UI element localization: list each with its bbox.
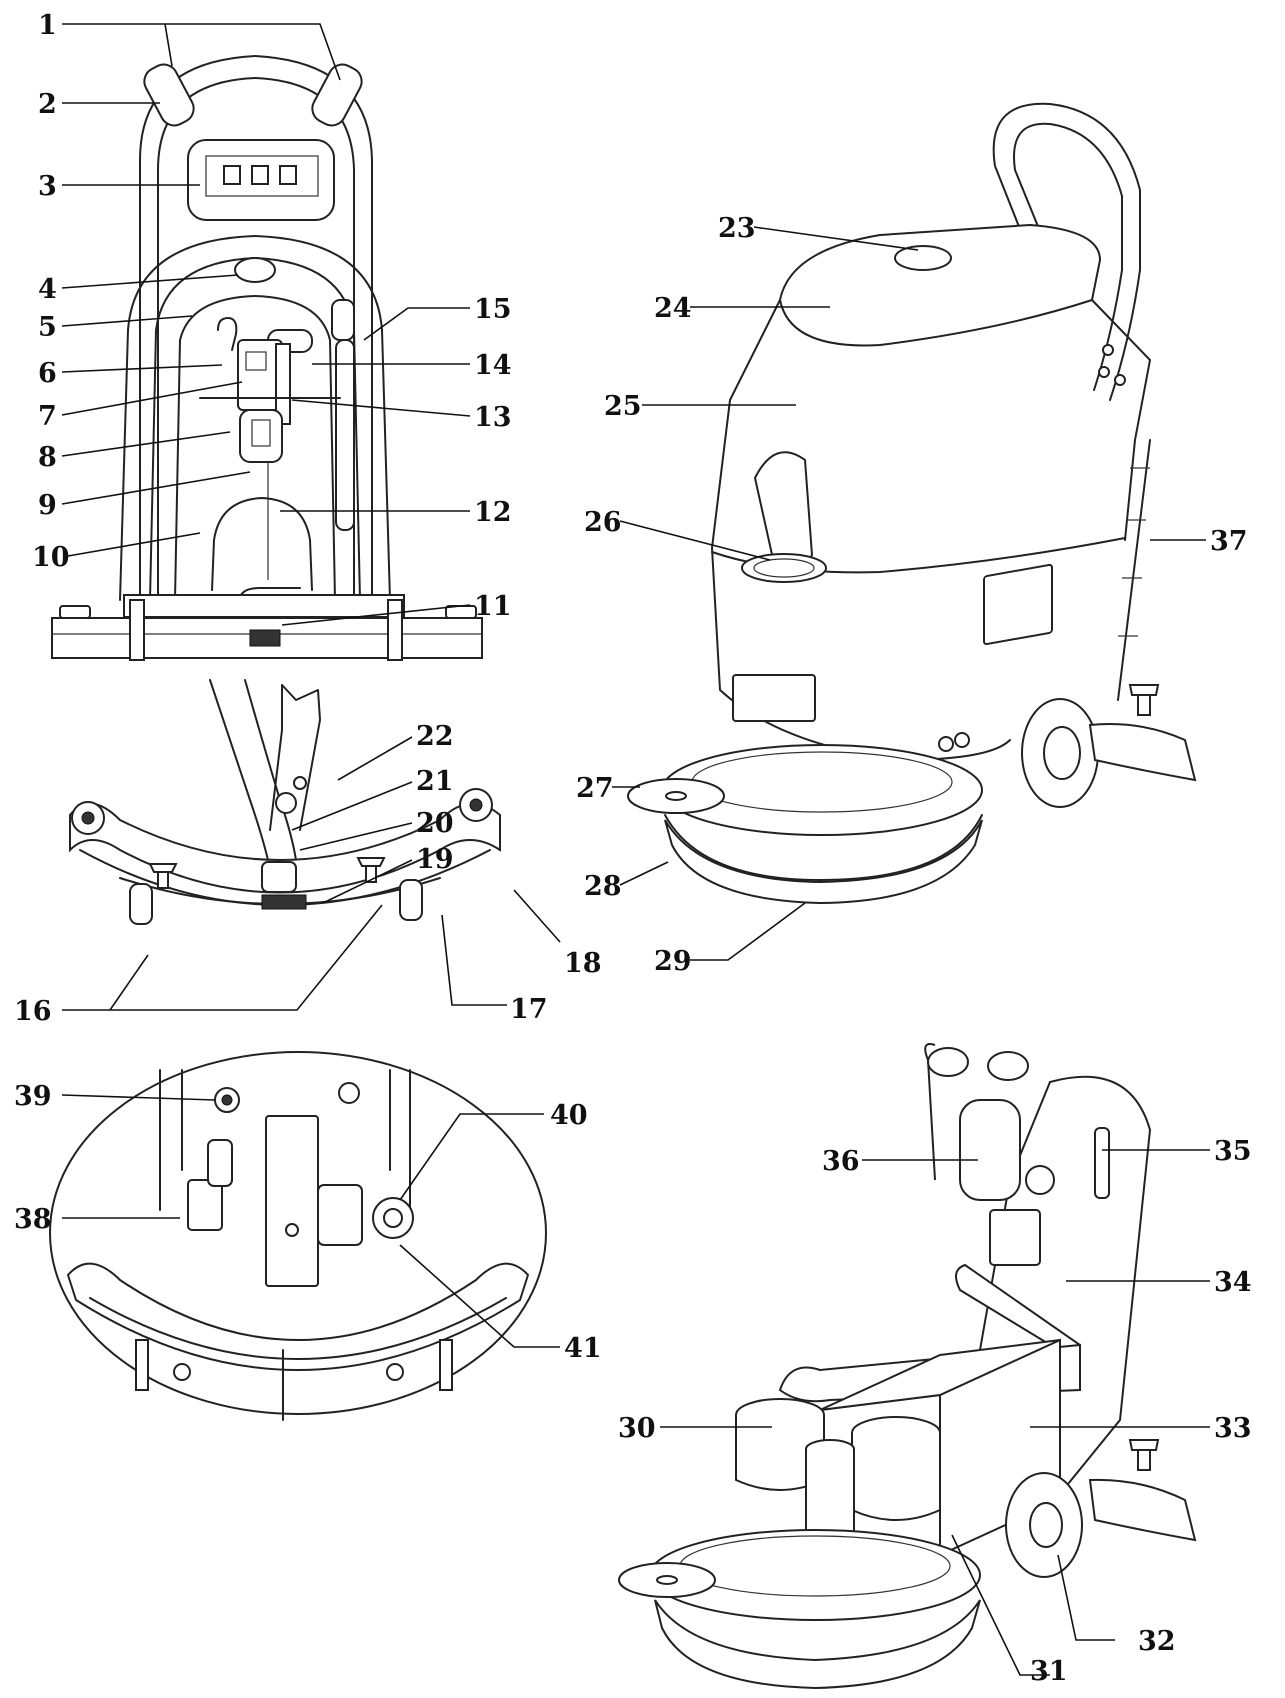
callout-38: 38 [14,1204,180,1235]
callout-23: 23 [718,213,919,251]
callout-label: 26 [584,507,622,538]
callout-11: 11 [281,591,512,626]
callout-15: 15 [363,294,512,341]
callout-label: 7 [38,401,57,432]
callout-label: 22 [416,721,454,752]
callout-label: 37 [1210,526,1248,557]
callout-10: 10 [32,532,201,573]
callout-label: 35 [1214,1136,1252,1167]
callout-21: 21 [291,766,454,831]
callout-label: 2 [38,89,57,120]
callout-label: 20 [416,808,454,839]
callout-label: 27 [576,773,614,804]
callout-label: 17 [510,994,548,1025]
callout-label: 34 [1214,1267,1252,1298]
callout-label: 1 [38,10,57,41]
underside-detail-drawing [49,1051,547,1421]
callout-33: 33 [1030,1413,1252,1444]
callout-16: 16 [14,904,383,1027]
callout-31: 31 [951,1534,1068,1687]
callout-label: 25 [604,391,642,422]
callout-label: 33 [1214,1413,1252,1444]
callout-label: 30 [618,1413,656,1444]
callout-5: 5 [38,312,193,343]
callout-14: 14 [312,350,512,381]
callout-36: 36 [822,1146,978,1177]
callout-label: 18 [564,948,602,979]
squeegee-drawing [69,679,501,925]
callout-label: 11 [474,591,512,622]
callout-1: 1 [38,10,341,81]
callout-label: 10 [32,542,70,573]
callout-label: 29 [654,946,692,977]
callout-9: 9 [38,471,251,521]
callout-6: 6 [38,358,223,389]
callout-28: 28 [584,861,669,902]
callout-label: 9 [38,490,57,521]
callout-label: 24 [654,293,692,324]
callout-label: 4 [38,274,57,305]
callout-41: 41 [399,1244,602,1364]
callout-label: 36 [822,1146,860,1177]
callout-29: 29 [654,902,806,977]
callout-label: 38 [14,1204,52,1235]
callout-37: 37 [1150,526,1248,557]
callout-17: 17 [441,914,548,1025]
callout-label: 31 [1030,1656,1068,1687]
callout-label: 13 [474,402,512,433]
callout-label: 19 [416,844,454,875]
callout-24: 24 [654,293,830,324]
callout-label: 23 [718,213,756,244]
front-view-drawing [51,55,483,661]
callout-12: 12 [280,497,512,528]
perspective-view-drawing [627,102,1197,905]
open-interior-drawing [618,1043,1197,1690]
callout-40: 40 [399,1100,588,1201]
callout-39: 39 [14,1081,216,1112]
callout-label: 16 [14,996,52,1027]
callout-7: 7 [38,381,243,432]
callout-32: 32 [1057,1554,1176,1657]
callout-label: 12 [474,497,512,528]
callout-2: 2 [38,89,160,120]
callout-20: 20 [299,808,454,851]
callout-label: 6 [38,358,57,389]
callout-label: 39 [14,1081,52,1112]
callout-8: 8 [38,431,231,473]
callout-35: 35 [1102,1136,1252,1167]
callout-19: 19 [322,844,454,904]
callout-label: 40 [550,1100,588,1131]
callout-22: 22 [337,721,454,781]
callout-label: 32 [1138,1626,1176,1657]
callout-27: 27 [576,773,640,804]
callout-label: 28 [584,871,622,902]
callout-25: 25 [604,391,796,422]
callout-13: 13 [291,399,512,433]
callout-label: 14 [474,350,512,381]
callout-3: 3 [38,171,200,202]
callout-26: 26 [584,507,771,561]
callout-label: 8 [38,442,57,473]
callout-label: 5 [38,312,57,343]
callout-18: 18 [513,889,602,979]
callout-4: 4 [38,274,239,305]
callout-label: 21 [416,766,454,797]
callout-label: 41 [564,1333,602,1364]
callout-label: 15 [474,294,512,325]
callout-34: 34 [1066,1267,1252,1298]
callout-30: 30 [618,1413,772,1444]
callout-label: 3 [38,171,57,202]
